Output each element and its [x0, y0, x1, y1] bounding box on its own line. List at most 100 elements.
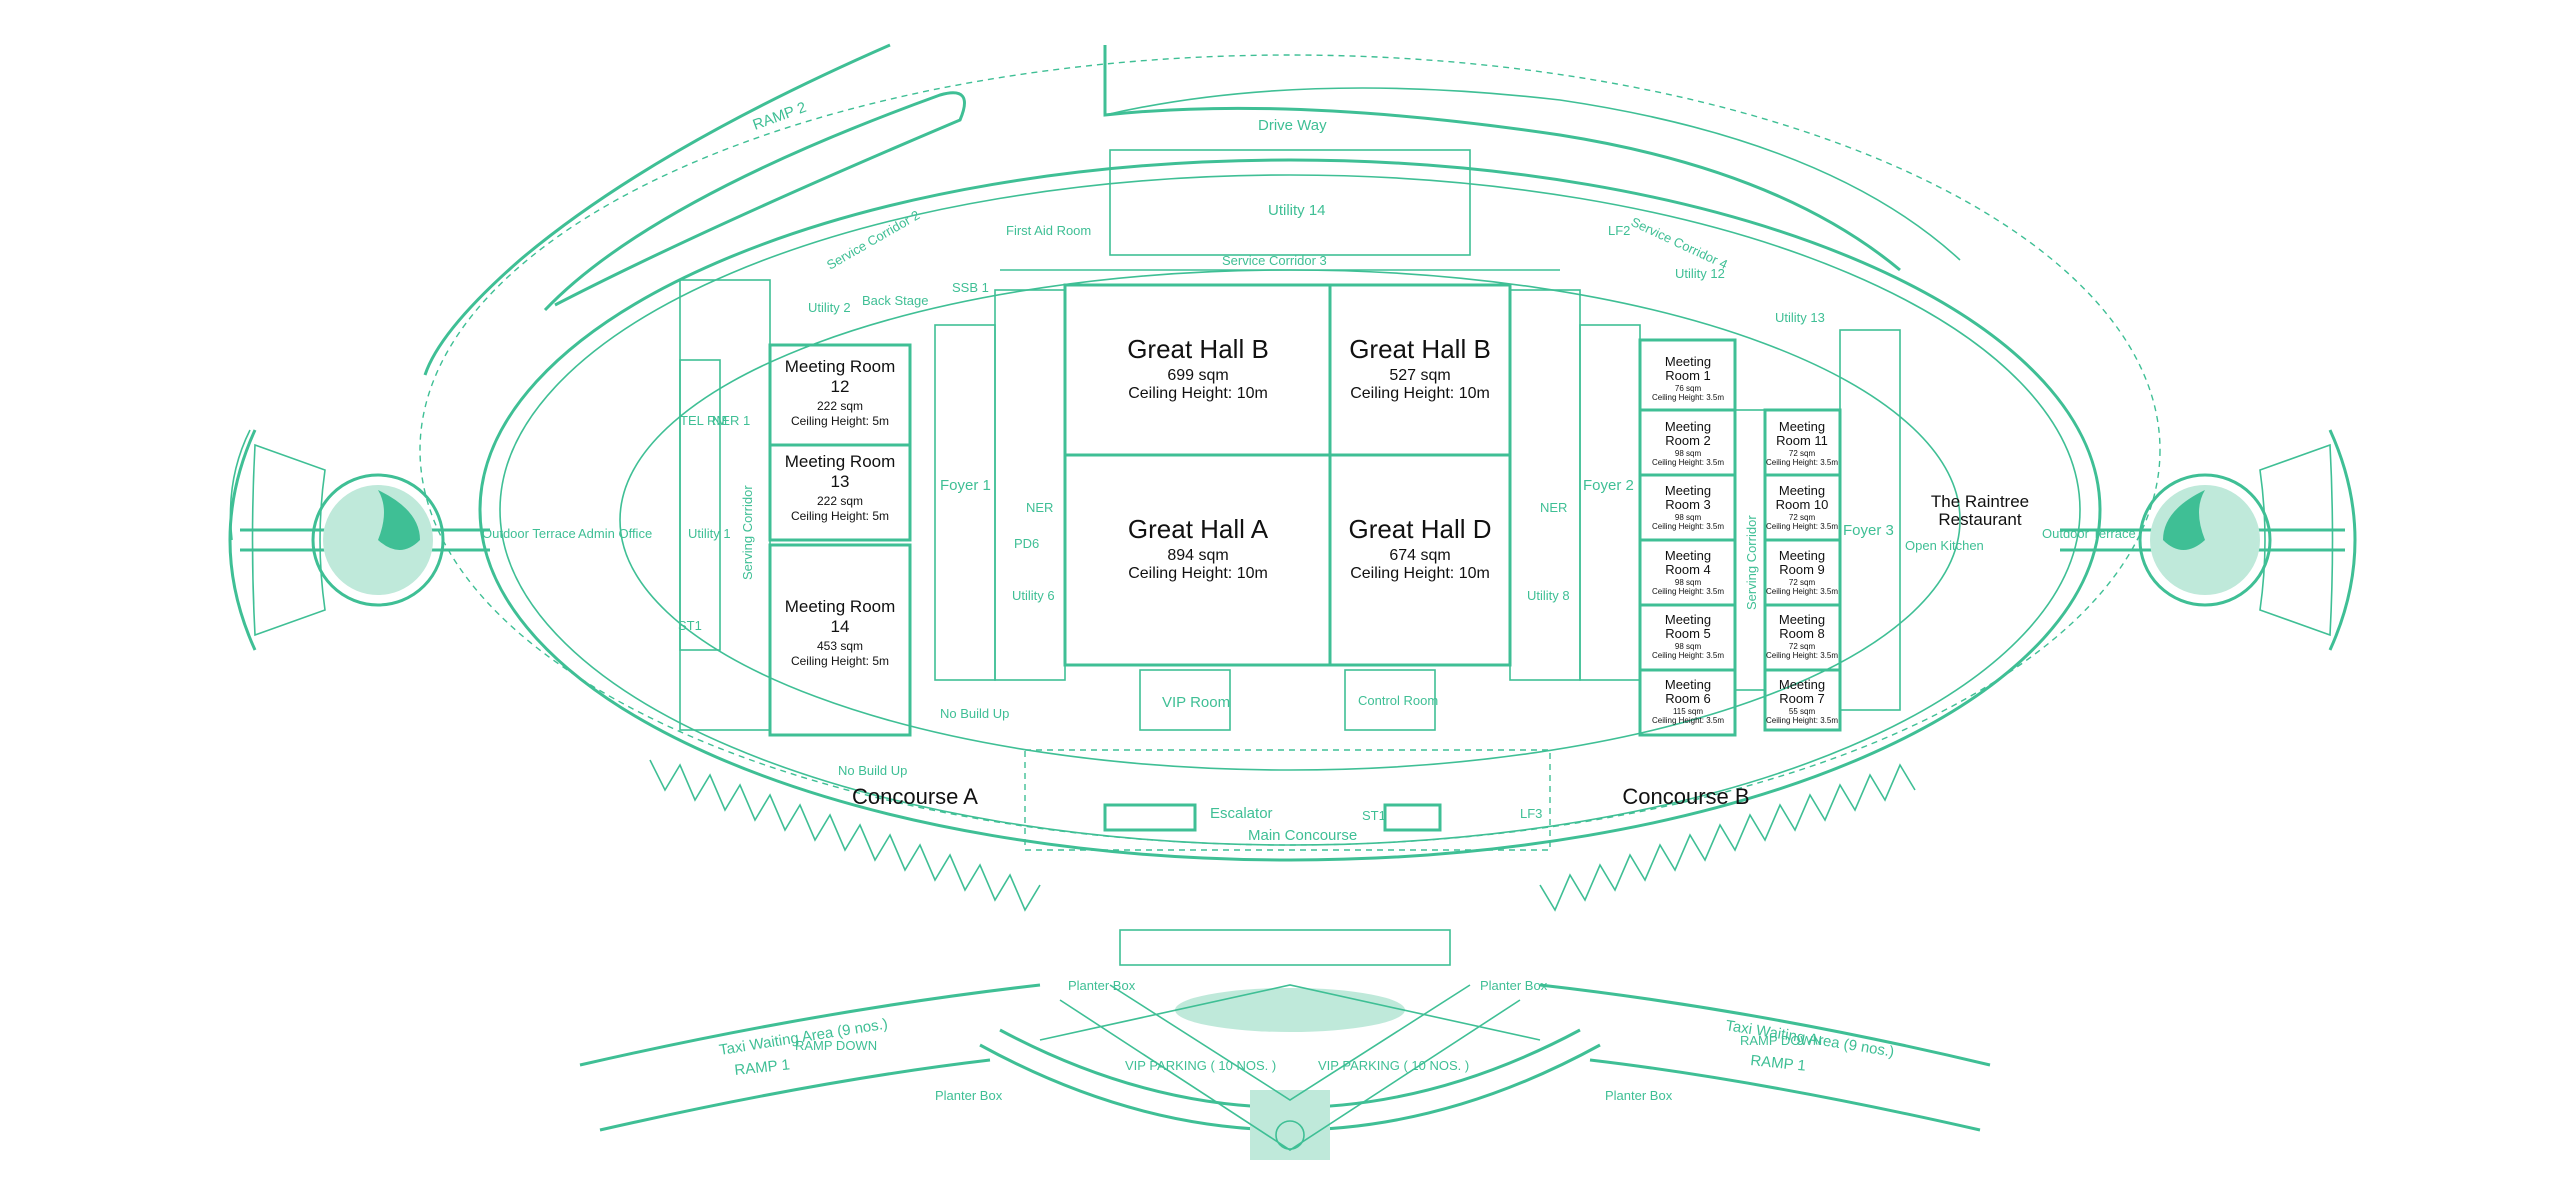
meeting-room-3-label: Meeting Room 3 98 sqm Ceiling Height: 3.…	[1652, 483, 1724, 531]
main-concourse-label: Main Concourse	[1248, 827, 1357, 844]
svg-text:Ceiling Height: 3.5m: Ceiling Height: 3.5m	[1766, 716, 1838, 725]
open-kitchen-label: Open Kitchen	[1905, 538, 1984, 553]
planter-box-left-bottom-label: Planter Box	[935, 1088, 1003, 1103]
foyer-2-block	[1579, 324, 1641, 681]
ramp-1-right-road-lower	[1589, 1058, 1981, 1132]
svg-text:Meeting: Meeting	[1665, 419, 1711, 434]
svg-text:Ceiling Height: 3.5m: Ceiling Height: 3.5m	[1766, 587, 1838, 596]
planter-box-right-bottom-label: Planter Box	[1605, 1088, 1673, 1103]
svg-text:Meeting: Meeting	[1665, 483, 1711, 498]
entrance-plaza	[979, 929, 1601, 1160]
service-corridor-3-label: Service Corridor 3	[1222, 253, 1327, 268]
svg-text:Ceiling Height: 3.5m: Ceiling Height: 3.5m	[1652, 522, 1724, 531]
lf2-label: LF2	[1608, 223, 1630, 238]
meeting-room-8-label: Meeting Room 8 72 sqm Ceiling Height: 3.…	[1766, 612, 1838, 660]
svg-text:Ceiling Height: 10m: Ceiling Height: 10m	[1350, 565, 1490, 582]
concourse-a-label: Concourse A	[852, 784, 978, 809]
admin-office-label: Admin Office	[578, 526, 652, 541]
meeting-room-9-label: Meeting Room 9 72 sqm Ceiling Height: 3.…	[1766, 548, 1838, 596]
svg-text:Great Hall D: Great Hall D	[1348, 514, 1491, 544]
svg-text:Great Hall A: Great Hall A	[1128, 514, 1269, 544]
svg-text:72 sqm: 72 sqm	[1789, 513, 1816, 522]
serving-corridor-right-label: Serving Corridor	[1744, 515, 1759, 610]
ramp-2-label: RAMP 2	[751, 99, 809, 134]
ramp-1-left-road-lower	[599, 1058, 991, 1132]
meeting-room-4-label: Meeting Room 4 98 sqm Ceiling Height: 3.…	[1652, 548, 1724, 596]
meeting-room-11-label: Meeting Room 11 72 sqm Ceiling Height: 3…	[1766, 419, 1838, 467]
svg-text:Room 11: Room 11	[1776, 433, 1828, 448]
st1-bottom-label: ST1	[1362, 808, 1386, 823]
service-corridor-4-label: Service Corridor 4	[1629, 214, 1730, 272]
meeting-room-14-label: Meeting Room 14 453 sqm Ceiling Height: …	[785, 597, 896, 668]
meeting-room-6-label: Meeting Room 6 115 sqm Ceiling Height: 3…	[1652, 677, 1724, 725]
ner-right-label: NER	[1540, 500, 1567, 515]
svg-text:699 sqm: 699 sqm	[1167, 367, 1228, 384]
left-pavilion	[228, 429, 445, 651]
svg-text:13: 13	[831, 472, 850, 491]
facade-fins-right	[1539, 763, 1916, 912]
drive-way-label: Drive Way	[1258, 117, 1327, 134]
st1-left-label: ST1	[678, 618, 702, 633]
svg-text:222 sqm: 222 sqm	[817, 399, 863, 413]
svg-text:Meeting Room: Meeting Room	[785, 452, 896, 471]
svg-text:Room 6: Room 6	[1665, 691, 1711, 706]
svg-text:Meeting Room: Meeting Room	[785, 357, 896, 376]
svg-text:Ceiling Height: 3.5m: Ceiling Height: 3.5m	[1652, 716, 1724, 725]
ner-label: NER	[1026, 500, 1053, 515]
ramp-1-left-label: RAMP 1	[734, 1056, 791, 1079]
svg-text:Room 8: Room 8	[1779, 626, 1825, 641]
svg-text:Room 10: Room 10	[1776, 497, 1829, 512]
ramp-1-left-road	[579, 983, 1041, 1067]
planter-box-left-top-label: Planter Box	[1068, 978, 1136, 993]
foyer-3-label: Foyer 3	[1843, 522, 1894, 539]
tel-rm-label: TEL RM	[680, 413, 727, 428]
escalator-left	[1103, 803, 1197, 832]
meeting-room-2-label: Meeting Room 2 98 sqm Ceiling Height: 3.…	[1652, 419, 1724, 467]
svg-text:Room 4: Room 4	[1665, 562, 1711, 577]
svg-text:Meeting: Meeting	[1665, 612, 1711, 627]
outdoor-terrace-left-label: Outdoor Terrace	[482, 526, 576, 541]
drive-way	[1103, 45, 1901, 272]
svg-text:98 sqm: 98 sqm	[1675, 513, 1702, 522]
svg-text:894 sqm: 894 sqm	[1167, 547, 1228, 564]
svg-text:14: 14	[831, 617, 850, 636]
right-pavilion	[2138, 429, 2357, 651]
outdoor-terrace-right-label: Outdoor Terrace	[2042, 526, 2136, 541]
building-inner-outline	[499, 174, 2081, 846]
svg-text:Room 2: Room 2	[1665, 433, 1711, 448]
svg-text:Ceiling Height: 3.5m: Ceiling Height: 3.5m	[1652, 587, 1724, 596]
meeting-room-10-label: Meeting Room 10 72 sqm Ceiling Height: 3…	[1766, 483, 1838, 531]
svg-text:Ceiling Height: 5m: Ceiling Height: 5m	[791, 509, 889, 523]
svg-text:222 sqm: 222 sqm	[817, 494, 863, 508]
svg-text:Ceiling Height: 5m: Ceiling Height: 5m	[791, 654, 889, 668]
left-wing-core	[679, 279, 771, 731]
svg-text:Ceiling Height: 5m: Ceiling Height: 5m	[791, 414, 889, 428]
great-hall-a-label: Great Hall A 894 sqm Ceiling Height: 10m	[1128, 514, 1269, 582]
raintree-restaurant-label: The Raintree Restaurant	[1931, 492, 2029, 529]
escalator-label: Escalator	[1210, 805, 1273, 822]
control-room-block	[1344, 669, 1436, 731]
meeting-room-12-label: Meeting Room 12 222 sqm Ceiling Height: …	[785, 357, 896, 428]
ramp-1-right-road	[1539, 983, 1991, 1067]
main-concourse-area	[1024, 749, 1551, 851]
utility-2-label: Utility 2	[808, 300, 851, 315]
meeting-room-14-block	[768, 543, 912, 737]
svg-text:Ceiling Height: 3.5m: Ceiling Height: 3.5m	[1652, 651, 1724, 660]
svg-text:Meeting: Meeting	[1665, 354, 1711, 369]
concourse-b-label: Concourse B	[1622, 784, 1749, 809]
utility-12-label: Utility 12	[1675, 266, 1725, 281]
svg-text:Room 5: Room 5	[1665, 626, 1711, 641]
svg-text:Room 7: Room 7	[1779, 691, 1825, 706]
foyer-1-block	[934, 324, 996, 681]
svg-text:Meeting: Meeting	[1665, 677, 1711, 692]
svg-text:Ceiling Height: 3.5m: Ceiling Height: 3.5m	[1766, 522, 1838, 531]
svg-text:Restaurant: Restaurant	[1938, 510, 2021, 529]
utility-8-block	[1509, 289, 1581, 681]
meeting-room-5-label: Meeting Room 5 98 sqm Ceiling Height: 3.…	[1652, 612, 1724, 660]
facade-fins-left	[649, 759, 1041, 912]
svg-text:55 sqm: 55 sqm	[1789, 707, 1816, 716]
site-boundary	[419, 54, 2161, 846]
ramp-2-road	[423, 43, 891, 376]
service-corridor-2-label: Service Corridor 2	[824, 207, 922, 272]
great-hall-b-left-label: Great Hall B 699 sqm Ceiling Height: 10m	[1127, 334, 1269, 402]
